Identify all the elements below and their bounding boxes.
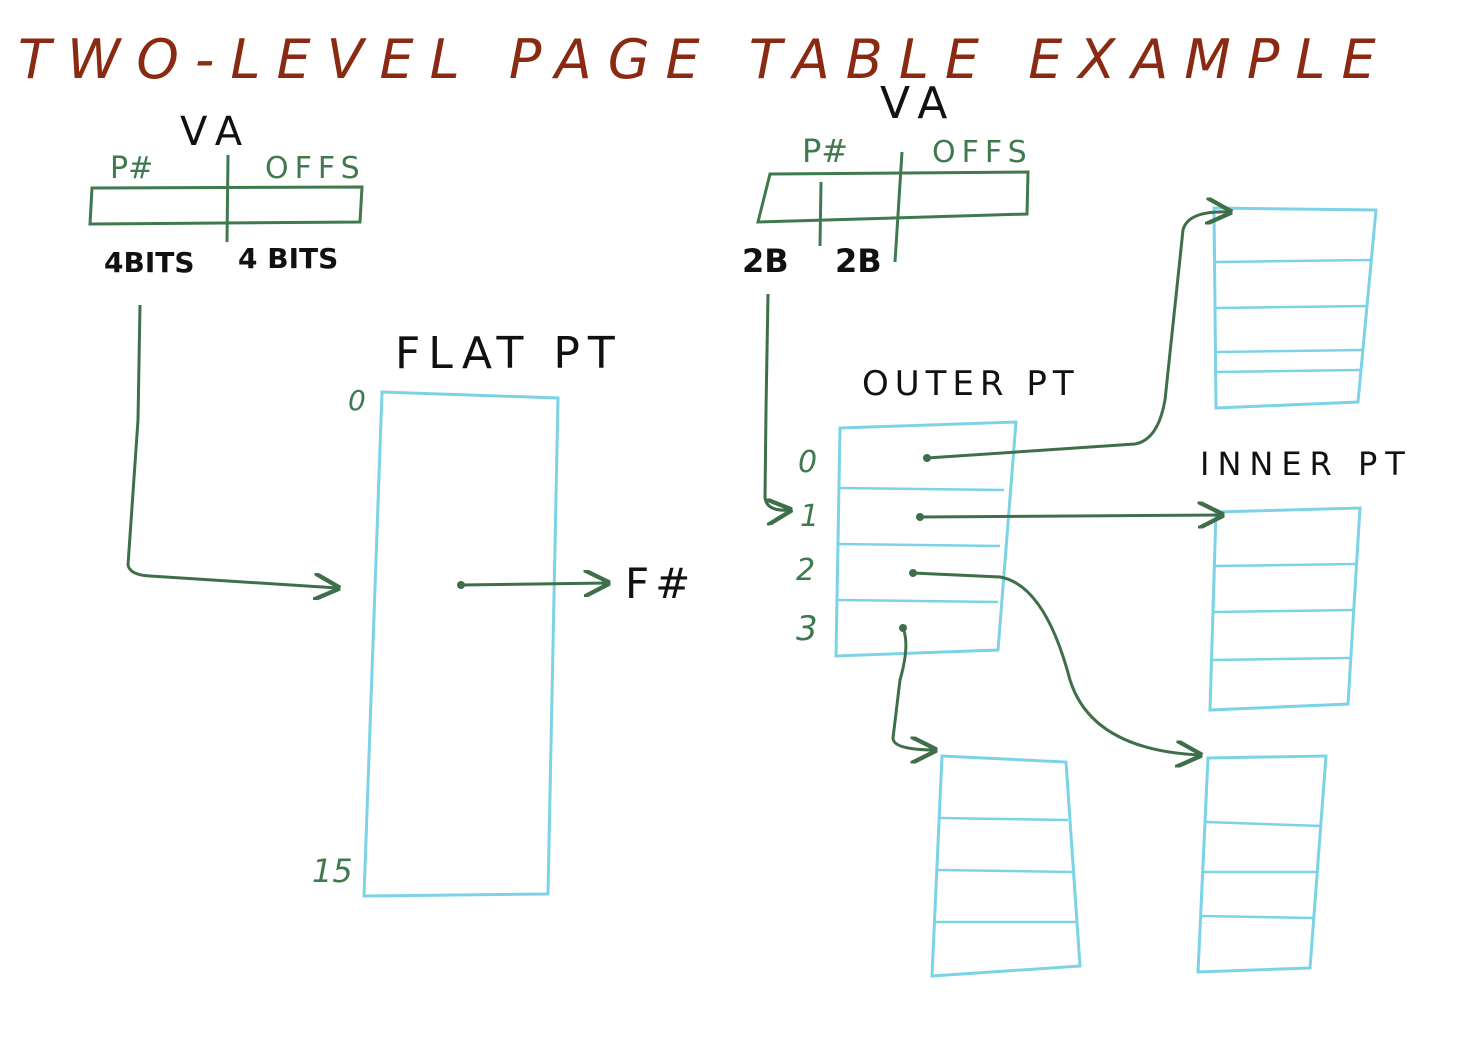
inner-pt-row-line [1215,258,1371,264]
outer-pt-index-3: 3 [796,609,818,649]
inner-pt-row-line [1205,820,1323,828]
flat-pt-label: FLAT PT [395,328,623,379]
outer-pt-row-line [837,486,1005,492]
outer-pt-row-line [837,598,999,604]
flat-page-number-field: P# [110,151,153,186]
two-level-outer-bits: 2B [742,242,789,280]
flat-pt-index-15: 15 [312,852,353,890]
flat-frame-number: F# [625,559,696,608]
two-level-inner-bits: 2B [835,242,882,280]
inner-pt-row-line [1211,656,1351,662]
inner-page-table-bottom-right [1196,754,1328,974]
outer-pt-index-1: 1 [800,499,819,534]
flat-page-table [362,390,560,898]
outer-page-table [834,420,1018,658]
outer-index-arrow [763,293,790,510]
outer-pt-index-2: 2 [796,553,815,588]
two-level-page-number-field: P# [802,132,848,170]
flat-va-label: VA [180,109,252,155]
outer-pt-label: OUTER PT [862,364,1080,404]
outer-pt-row-line [837,542,1001,548]
flat-va-box [88,185,364,226]
inner-pt-row-line [1215,304,1369,310]
two-level-va-label: VA [880,78,957,129]
inner-page-table-bottom-left [930,754,1082,978]
outer-entry-3-pointer [891,627,935,750]
diagram-title: TWO-LEVEL PAGE TABLE EXAMPLE [18,28,1392,91]
outer-entry-0-pointer [926,212,1230,460]
two-level-va-box [756,170,1030,224]
inner-page-table-middle [1208,506,1362,712]
two-level-va-divider-2 [893,151,904,263]
flat-page-bits: 4BITS [104,246,195,279]
inner-pt-row-line [1201,914,1315,920]
inner-pt-row-line [1213,368,1361,374]
flat-va-divider [225,154,230,243]
outer-entry-1-pointer [919,515,1222,517]
inner-pt-row-line [1215,348,1365,354]
outer-entry-2-pointer [912,571,1200,755]
two-level-va-divider-1 [818,181,823,247]
inner-pt-row-line [1213,562,1357,568]
inner-pt-row-line [937,868,1073,874]
flat-frame-arrow [460,583,608,585]
inner-page-table-top [1212,206,1378,410]
inner-pt-label: INNER PT [1200,445,1413,483]
outer-pt-index-0: 0 [798,445,817,480]
flat-pt-index-0: 0 [348,384,366,417]
flat-offset-bits: 4 BITS [238,242,338,275]
inner-pt-row-line [939,816,1069,822]
flat-offset-field: OFFS [265,151,366,186]
inner-pt-row-line [1213,608,1355,614]
flat-index-arrow [126,304,338,588]
two-level-offset-field: OFFS [932,135,1033,170]
